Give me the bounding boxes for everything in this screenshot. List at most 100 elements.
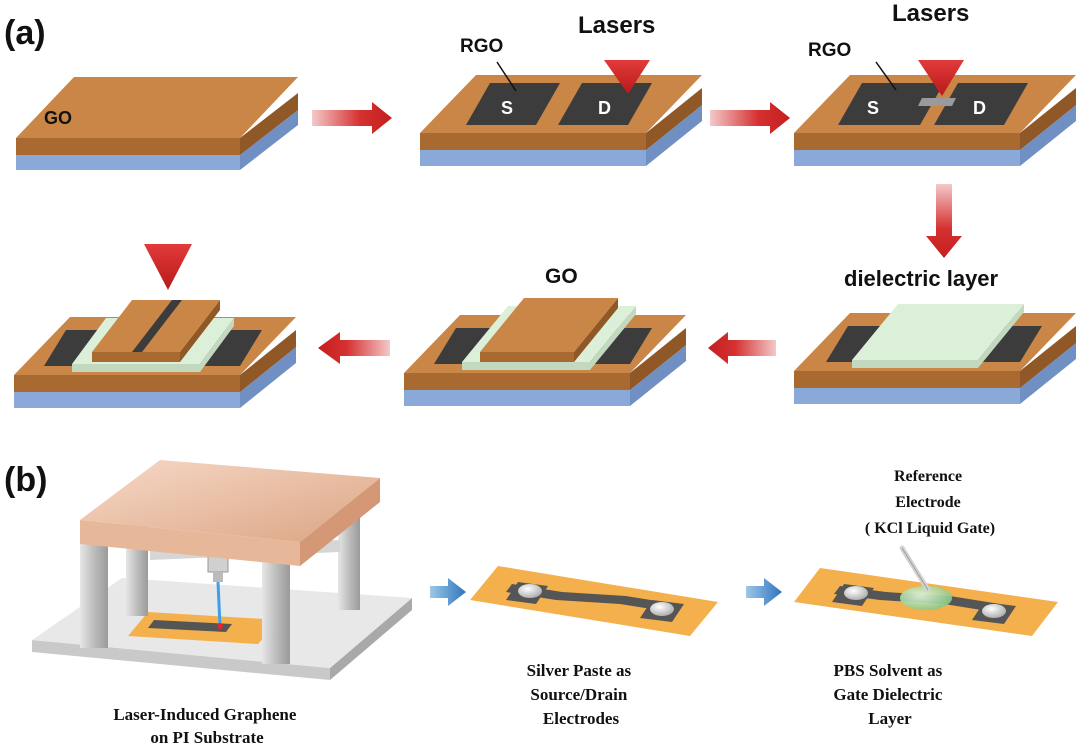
dielectric-layer-front bbox=[72, 364, 200, 372]
source-electrode bbox=[838, 83, 944, 125]
rgo-label: RGO bbox=[808, 40, 851, 61]
silver-paste-dot bbox=[650, 602, 674, 616]
rgo-gate-line bbox=[132, 300, 182, 352]
slab-substrate-side bbox=[240, 347, 296, 408]
reference-caption-line: Electrode bbox=[895, 494, 960, 511]
slab-go-side bbox=[240, 93, 298, 155]
machine-roof-top bbox=[80, 460, 380, 542]
silver-paste-caption-line: Source/Drain bbox=[530, 685, 628, 704]
silver-paste-device bbox=[470, 566, 718, 636]
silver-paste-dot bbox=[844, 586, 868, 600]
pbs-caption-line: PBS Solvent as bbox=[834, 661, 943, 680]
go-label: GO bbox=[44, 108, 72, 128]
slab-substrate-side bbox=[630, 345, 686, 406]
go-gate-side bbox=[180, 300, 220, 362]
dielectric-layer-side bbox=[590, 306, 636, 370]
drain-label: D bbox=[598, 98, 611, 118]
lig-electrode-pattern bbox=[506, 584, 676, 612]
reference-caption-line: ( KCl Liquid Gate) bbox=[865, 520, 995, 537]
drain-electrode bbox=[558, 83, 652, 125]
dielectric-layer bbox=[852, 304, 1024, 360]
step4-dielectric bbox=[794, 304, 1076, 404]
lasers-label: Lasers bbox=[892, 0, 969, 27]
pbs-gate-device bbox=[794, 545, 1058, 636]
lig-pattern bbox=[148, 620, 232, 632]
silver-paste-caption-line: Electrodes bbox=[543, 709, 620, 728]
process-arrow-icon bbox=[710, 102, 790, 134]
process-arrow-icon bbox=[318, 332, 390, 364]
go-gate-side bbox=[574, 298, 618, 362]
step3-rgo-channel: S D Lasers RGO bbox=[794, 0, 1076, 166]
laser-cone-icon bbox=[918, 60, 964, 96]
slab-go-front bbox=[420, 133, 646, 150]
reference-caption-line: Reference bbox=[894, 468, 962, 485]
laser-nozzle bbox=[213, 572, 223, 582]
dielectric-layer-side bbox=[200, 318, 234, 372]
slab-substrate-front bbox=[794, 150, 1020, 166]
machine-pillar-front bbox=[262, 548, 290, 664]
step6-laser-gate bbox=[14, 244, 296, 408]
slab-go-side bbox=[240, 330, 296, 392]
go-label: GO bbox=[545, 265, 578, 288]
laser-beam bbox=[216, 581, 222, 627]
laser-spot bbox=[217, 623, 223, 629]
process-arrow-icon bbox=[746, 578, 782, 606]
go-gate-front bbox=[480, 352, 574, 362]
slab-go-front bbox=[794, 133, 1020, 150]
panel-b-label: (b) bbox=[4, 461, 47, 499]
source-label: S bbox=[867, 98, 879, 118]
go-gate-top bbox=[480, 298, 618, 352]
panel-a-label: (a) bbox=[4, 14, 46, 52]
pbs-caption-line: Layer bbox=[868, 709, 912, 728]
step1-go-slab: GO bbox=[16, 77, 298, 170]
pbs-caption-line: Gate Dielectric bbox=[833, 685, 942, 704]
dielectric-layer-front bbox=[462, 362, 590, 370]
source-label: S bbox=[501, 98, 513, 118]
slab-go-front bbox=[14, 375, 240, 392]
slab-substrate-front bbox=[16, 155, 240, 170]
slab-substrate-front bbox=[794, 388, 1020, 404]
slab-go-front bbox=[16, 138, 240, 155]
rgo-pointer bbox=[496, 61, 517, 92]
silver-paste-caption: Silver Paste as Source/Drain Electrodes bbox=[527, 661, 636, 728]
slab-substrate-front bbox=[420, 150, 646, 166]
drain-electrode bbox=[934, 83, 1028, 125]
reference-electrode-caption: Reference Electrode ( KCl Liquid Gate) bbox=[865, 468, 995, 537]
reference-electrode-outline bbox=[901, 547, 929, 591]
lig-caption-line: on PI Substrate bbox=[150, 728, 264, 747]
rgo-pointer bbox=[875, 61, 897, 91]
laser-cone-icon bbox=[144, 244, 192, 290]
machine-roof-front bbox=[80, 520, 300, 566]
machine-base-front bbox=[32, 640, 330, 680]
laser-cone-icon bbox=[604, 60, 650, 94]
process-arrow-icon bbox=[926, 184, 962, 258]
lig-caption: Laser-Induced Graphene on PI Substrate bbox=[113, 705, 300, 747]
slab-go-side bbox=[630, 328, 686, 390]
step5-go-gate: GO bbox=[404, 265, 686, 406]
machine-pillar-front bbox=[80, 540, 108, 648]
pbs-droplet bbox=[900, 586, 952, 610]
source-electrode bbox=[466, 83, 560, 125]
silver-paste-dot bbox=[982, 604, 1006, 618]
silver-paste-caption-line: Silver Paste as bbox=[527, 661, 632, 680]
machine-pillar-rear bbox=[338, 506, 360, 610]
laser-induced-graphene-machine bbox=[32, 460, 412, 680]
slab-substrate-side bbox=[1020, 105, 1076, 166]
lig-caption-line: Laser-Induced Graphene bbox=[113, 705, 297, 724]
slab-substrate-side bbox=[1020, 343, 1076, 404]
slab-substrate-front bbox=[14, 392, 240, 408]
slab-go-top bbox=[16, 77, 298, 138]
dielectric-layer-label: dielectric layer bbox=[844, 266, 999, 291]
machine-base-side bbox=[330, 598, 412, 680]
lasers-label: Lasers bbox=[578, 12, 655, 39]
slab-go-side bbox=[1020, 326, 1076, 388]
silver-paste-dot bbox=[518, 584, 542, 598]
process-arrow-icon bbox=[708, 332, 776, 364]
slab-go-side bbox=[1020, 88, 1076, 150]
machine-roof-side bbox=[300, 478, 380, 566]
dielectric-layer-side bbox=[978, 304, 1024, 368]
slab-go-front bbox=[404, 373, 630, 390]
slab-go-side bbox=[646, 88, 702, 150]
go-gate-front bbox=[92, 352, 180, 362]
